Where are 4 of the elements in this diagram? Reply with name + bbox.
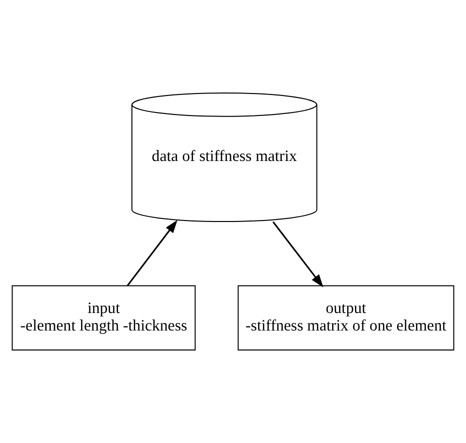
node-box: input -element length -thickness <box>12 285 196 351</box>
arrow <box>126 220 178 286</box>
node-box: output -stiffness matrix of one element <box>238 285 454 351</box>
arrow <box>272 221 324 288</box>
